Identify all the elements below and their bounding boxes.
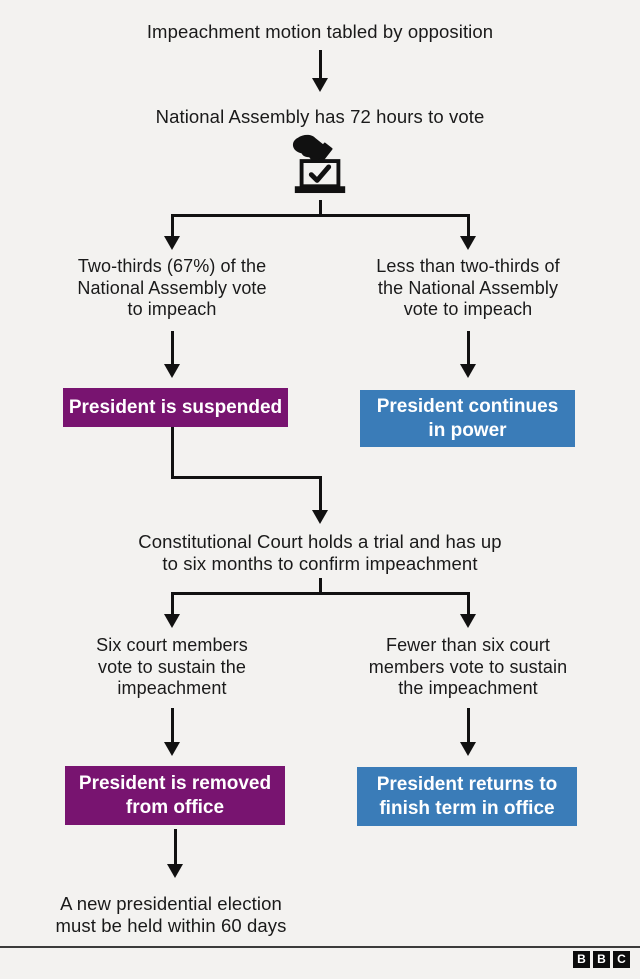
branch2-right-arrow xyxy=(460,592,476,628)
president-suspended-box: President is suspended xyxy=(63,388,288,427)
assembly-right-condition-text: Less than two-thirds of the National Ass… xyxy=(376,256,560,319)
down-arrow xyxy=(460,708,476,756)
branch1-left-arrow xyxy=(164,214,180,250)
step-motion-text: Impeachment motion tabled by opposition xyxy=(146,21,494,42)
bbc-logo-letter: B xyxy=(593,951,610,968)
down-arrow xyxy=(167,829,183,878)
court-right-condition-text: Fewer than six court members vote to sus… xyxy=(368,635,568,698)
bbc-logo-letter: C xyxy=(613,951,630,968)
elbow-vertical-line xyxy=(171,427,174,479)
branch2-left-arrow xyxy=(164,592,180,628)
branch1-stem-line xyxy=(319,200,322,216)
down-arrow xyxy=(164,708,180,756)
branch2-horizontal-line xyxy=(171,592,470,595)
president-removed-box: President is removed from office xyxy=(65,766,285,825)
president-returns-box: President returns to finish term in offi… xyxy=(357,767,577,826)
branch1-right-arrow xyxy=(460,214,476,250)
down-arrow xyxy=(164,331,180,378)
assembly-left-condition-text: Two-thirds (67%) of the National Assembl… xyxy=(77,256,267,319)
bbc-logo: B B C xyxy=(573,951,630,968)
elbow-horizontal-line xyxy=(171,476,322,479)
bbc-logo-letter: B xyxy=(573,951,590,968)
court-left-condition-text: Six court members vote to sustain the im… xyxy=(96,635,248,698)
down-arrow xyxy=(312,479,328,524)
ballot-box-hand-icon xyxy=(287,132,353,199)
step-vote-text: National Assembly has 72 hours to vote xyxy=(155,106,485,127)
footer-divider-line xyxy=(0,946,640,948)
branch1-horizontal-line xyxy=(171,214,470,217)
down-arrow xyxy=(460,331,476,378)
branch2-stem-line xyxy=(319,578,322,594)
president-continues-box: President continues in power xyxy=(360,390,575,447)
down-arrow xyxy=(312,50,328,92)
step-election-text: A new presidential election must be held… xyxy=(55,893,287,936)
step-court-text: Constitutional Court holds a trial and h… xyxy=(138,531,502,574)
